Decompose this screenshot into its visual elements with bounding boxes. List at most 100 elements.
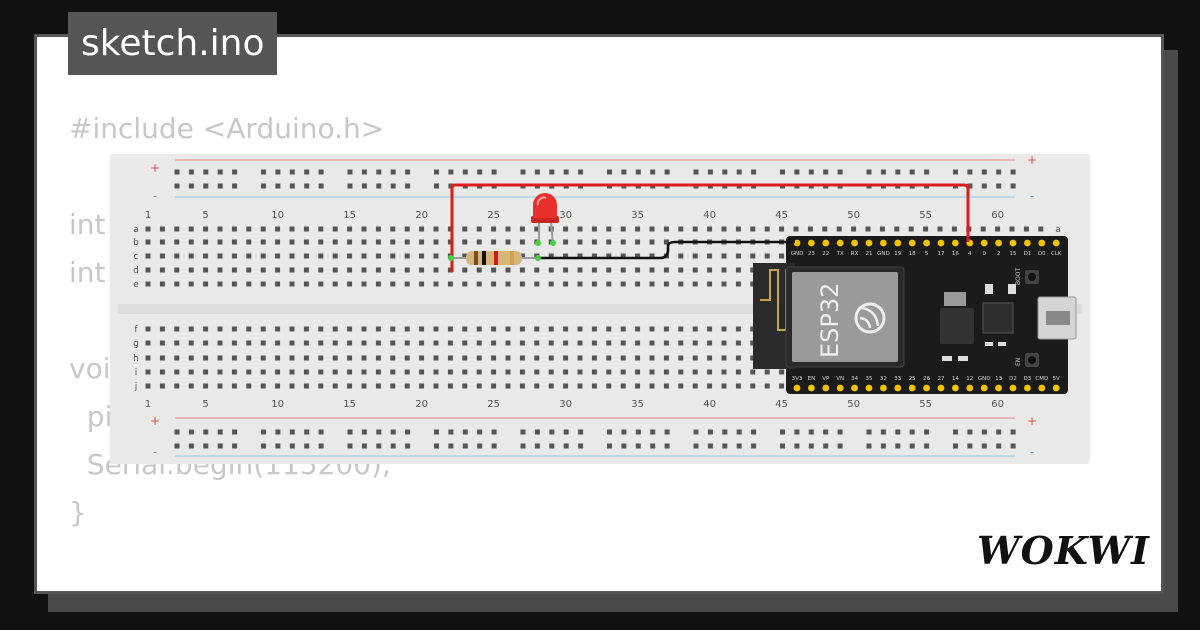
breadboard-hole[interactable]: [534, 281, 540, 287]
rail-hole[interactable]: [347, 443, 353, 449]
breadboard-hole[interactable]: [548, 253, 554, 259]
breadboard-hole[interactable]: [404, 326, 410, 332]
breadboard-hole[interactable]: [318, 326, 324, 332]
rail-hole[interactable]: [635, 429, 641, 435]
breadboard-hole[interactable]: [433, 226, 439, 232]
breadboard-hole[interactable]: [807, 226, 813, 232]
rail-hole[interactable]: [520, 429, 526, 435]
esp32-pin[interactable]: [923, 384, 930, 392]
breadboard-hole[interactable]: [606, 355, 612, 361]
rail-hole[interactable]: [549, 169, 555, 175]
breadboard-hole[interactable]: [606, 369, 612, 375]
breadboard-hole[interactable]: [462, 239, 468, 245]
rail-hole[interactable]: [967, 183, 973, 189]
breadboard-hole[interactable]: [606, 340, 612, 346]
resistor[interactable]: [452, 251, 540, 265]
breadboard-hole[interactable]: [419, 253, 425, 259]
rail-hole[interactable]: [707, 443, 713, 449]
rail-hole[interactable]: [477, 443, 483, 449]
esp32-pin[interactable]: [793, 239, 801, 247]
breadboard-hole[interactable]: [159, 383, 165, 389]
rail-hole[interactable]: [808, 429, 814, 435]
breadboard-hole[interactable]: [591, 253, 597, 259]
breadboard-hole[interactable]: [505, 369, 511, 375]
rail-hole[interactable]: [621, 169, 627, 175]
rail-hole[interactable]: [635, 169, 641, 175]
breadboard-hole[interactable]: [332, 281, 338, 287]
breadboard-hole[interactable]: [563, 355, 569, 361]
breadboard-hole[interactable]: [491, 383, 497, 389]
rail-hole[interactable]: [866, 429, 872, 435]
breadboard-hole[interactable]: [231, 253, 237, 259]
rail-hole[interactable]: [693, 443, 699, 449]
rail-hole[interactable]: [491, 429, 497, 435]
breadboard-hole[interactable]: [476, 383, 482, 389]
esp32-pin[interactable]: [808, 239, 815, 247]
breadboard-hole[interactable]: [159, 226, 165, 232]
breadboard-hole[interactable]: [476, 281, 482, 287]
breadboard-hole[interactable]: [534, 326, 540, 332]
breadboard-hole[interactable]: [649, 253, 655, 259]
esp32-pin[interactable]: [793, 384, 801, 392]
breadboard-hole[interactable]: [231, 355, 237, 361]
breadboard-hole[interactable]: [476, 355, 482, 361]
breadboard-hole[interactable]: [491, 369, 497, 375]
breadboard-hole[interactable]: [289, 383, 295, 389]
rail-hole[interactable]: [895, 443, 901, 449]
breadboard-hole[interactable]: [419, 281, 425, 287]
rail-hole[interactable]: [203, 183, 209, 189]
rail-hole[interactable]: [996, 443, 1002, 449]
breadboard-hole[interactable]: [174, 326, 180, 332]
breadboard-hole[interactable]: [663, 383, 669, 389]
rail-hole[interactable]: [188, 183, 194, 189]
breadboard-hole[interactable]: [203, 383, 209, 389]
breadboard-hole[interactable]: [707, 326, 713, 332]
rail-hole[interactable]: [462, 169, 468, 175]
breadboard-hole[interactable]: [563, 239, 569, 245]
breadboard-hole[interactable]: [433, 239, 439, 245]
breadboard-hole[interactable]: [606, 226, 612, 232]
breadboard-hole[interactable]: [678, 281, 684, 287]
breadboard-hole[interactable]: [563, 281, 569, 287]
breadboard-hole[interactable]: [275, 326, 281, 332]
breadboard-hole[interactable]: [491, 239, 497, 245]
signal-wire[interactable]: [539, 240, 795, 260]
rail-hole[interactable]: [621, 429, 627, 435]
breadboard-hole[interactable]: [375, 383, 381, 389]
esp32-pin[interactable]: [1052, 239, 1060, 247]
breadboard-hole[interactable]: [217, 226, 223, 232]
breadboard-hole[interactable]: [505, 226, 511, 232]
breadboard-hole[interactable]: [462, 355, 468, 361]
breadboard-hole[interactable]: [505, 383, 511, 389]
esp32-pin[interactable]: [865, 239, 873, 247]
breadboard-hole[interactable]: [620, 369, 626, 375]
breadboard-hole[interactable]: [332, 267, 338, 273]
breadboard-hole[interactable]: [433, 340, 439, 346]
breadboard-hole[interactable]: [375, 267, 381, 273]
rail-hole[interactable]: [491, 443, 497, 449]
breadboard-hole[interactable]: [735, 355, 741, 361]
rail-hole[interactable]: [405, 183, 411, 189]
breadboard-hole[interactable]: [145, 326, 151, 332]
rail-hole[interactable]: [650, 169, 656, 175]
rail-hole[interactable]: [462, 443, 468, 449]
rail-hole[interactable]: [188, 443, 194, 449]
rail-hole[interactable]: [347, 429, 353, 435]
rail-hole[interactable]: [607, 429, 612, 435]
breadboard-hole[interactable]: [649, 383, 655, 389]
breadboard-hole[interactable]: [735, 226, 741, 232]
breadboard-hole[interactable]: [865, 226, 871, 232]
rail-hole[interactable]: [390, 429, 396, 435]
breadboard-hole[interactable]: [145, 281, 151, 287]
rail-hole[interactable]: [981, 169, 987, 175]
esp32-pin[interactable]: [1009, 239, 1017, 247]
breadboard-hole[interactable]: [188, 369, 194, 375]
breadboard-hole[interactable]: [347, 267, 353, 273]
breadboard-hole[interactable]: [347, 383, 353, 389]
breadboard-hole[interactable]: [145, 239, 151, 245]
rail-hole[interactable]: [1010, 429, 1016, 435]
breadboard-hole[interactable]: [548, 383, 554, 389]
breadboard-hole[interactable]: [203, 239, 209, 245]
breadboard-hole[interactable]: [476, 369, 482, 375]
breadboard-hole[interactable]: [419, 326, 425, 332]
